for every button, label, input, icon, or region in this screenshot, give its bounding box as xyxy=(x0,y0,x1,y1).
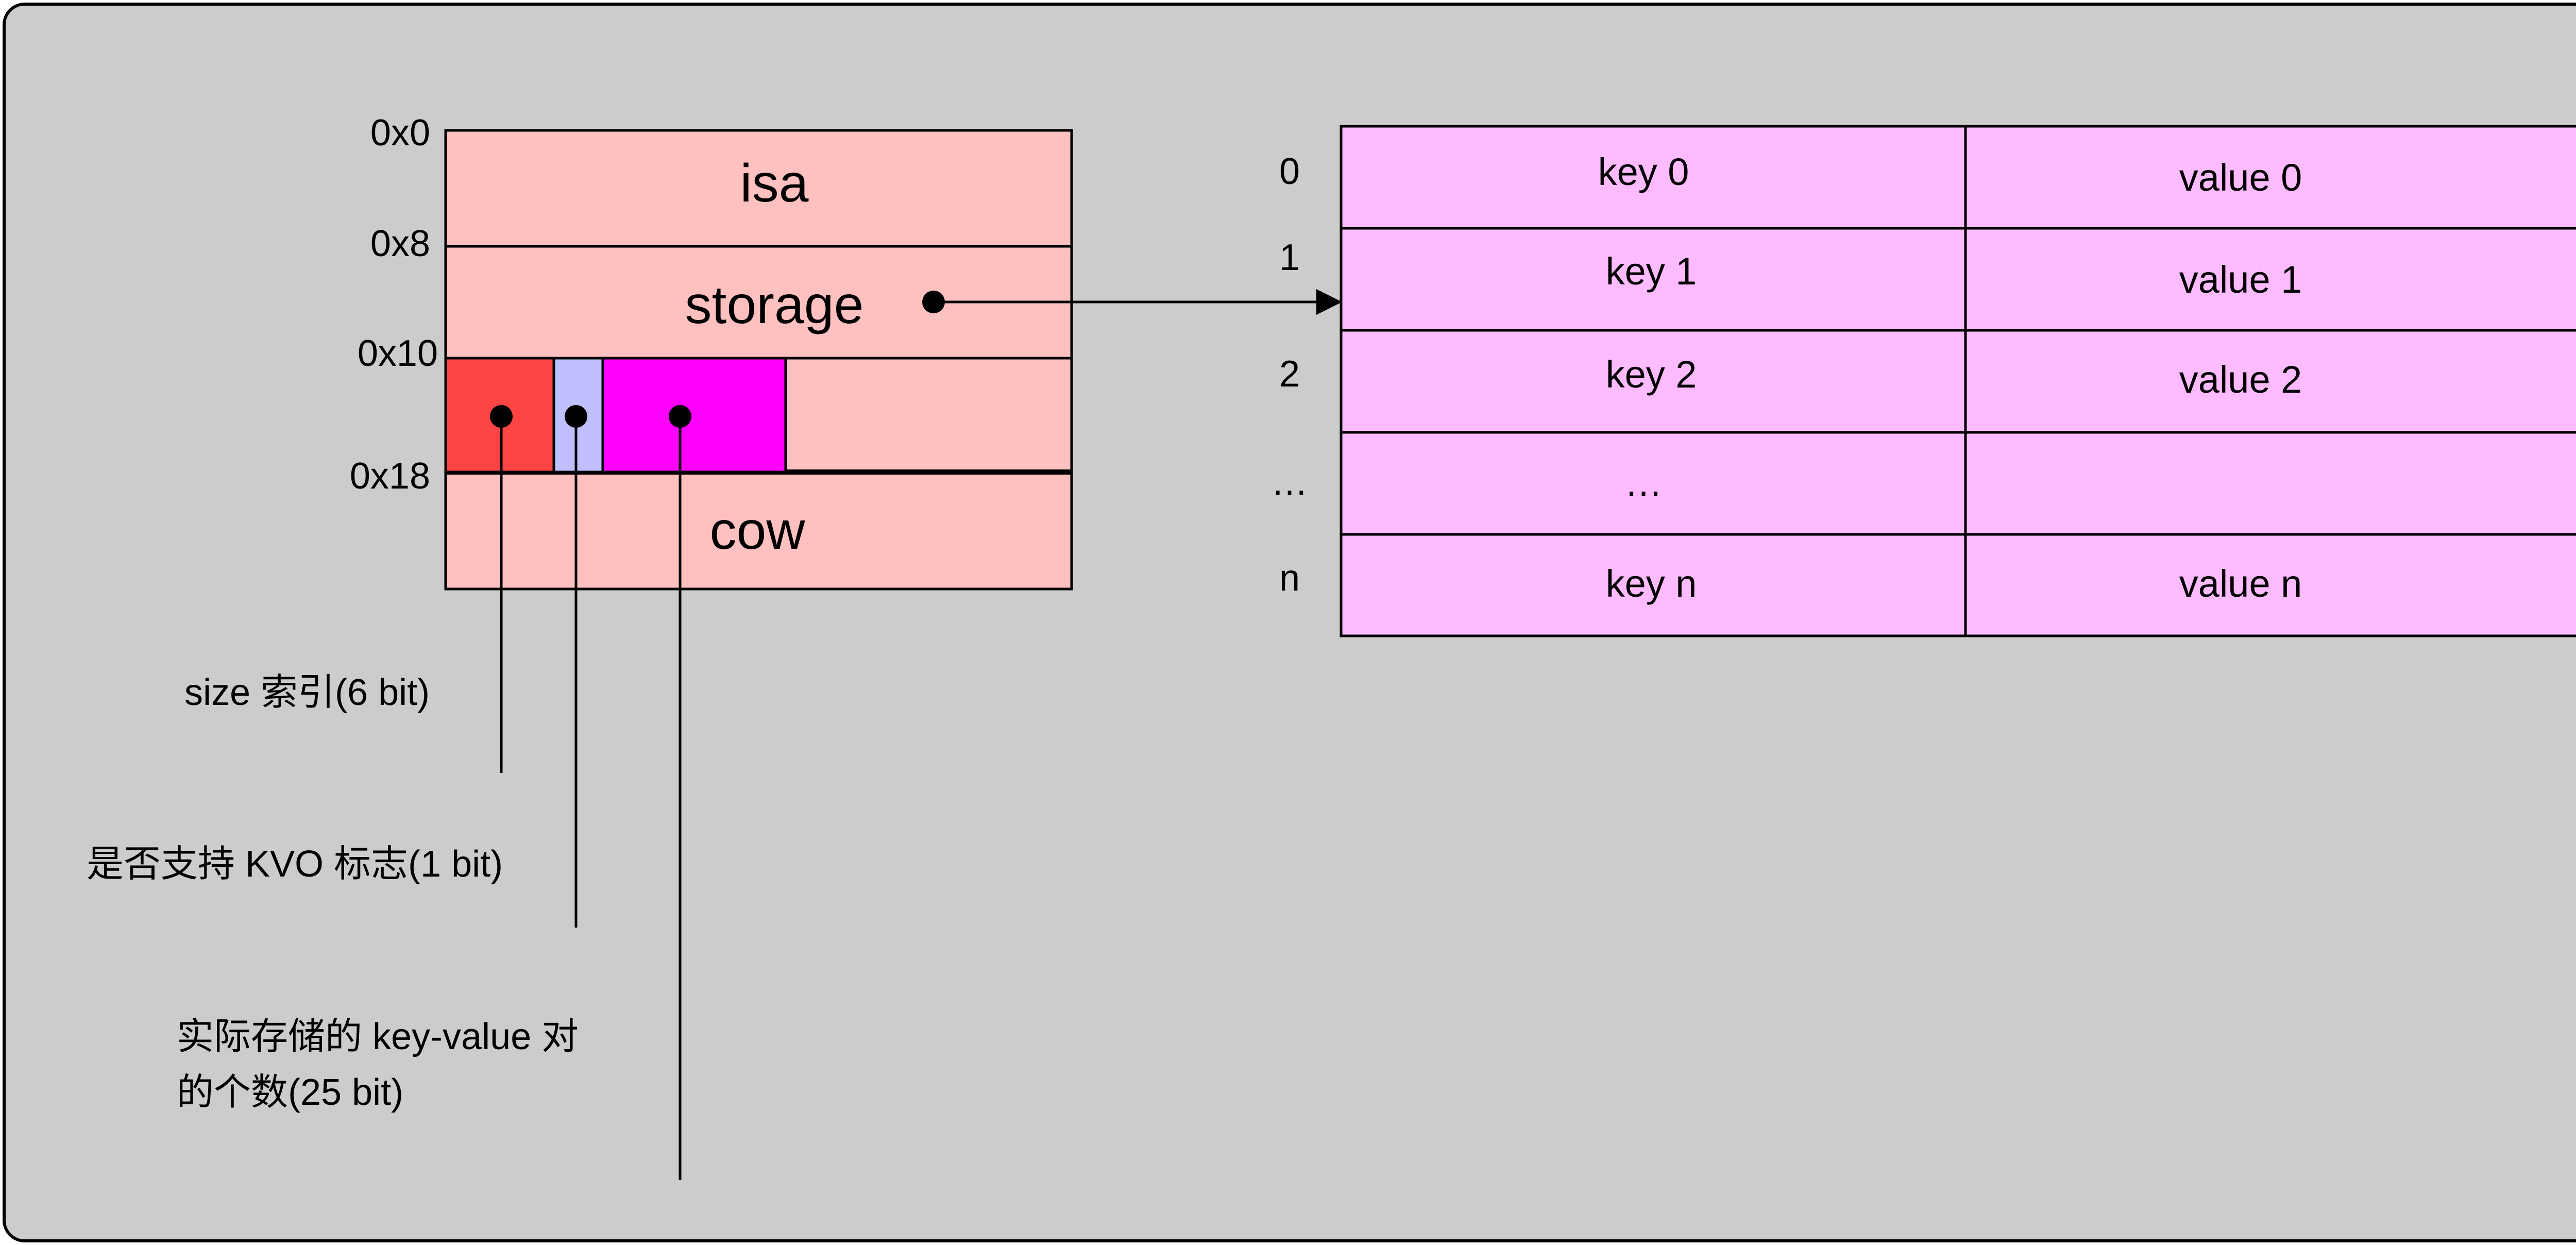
row-index-ellipsis: … xyxy=(1271,462,1308,503)
storage-table xyxy=(1340,125,2576,637)
field-cow: cow xyxy=(709,501,805,561)
field-isa: isa xyxy=(740,154,809,213)
row-index-n: n xyxy=(1279,558,1300,599)
annotation-size-index: size 索引(6 bit) xyxy=(184,672,430,713)
bitfield-count xyxy=(601,357,787,474)
table-value-1: value 1 xyxy=(2179,258,2302,301)
table-value-n: value n xyxy=(2179,562,2302,605)
table-key-0: key 0 xyxy=(1598,150,1689,193)
table-key-n: key n xyxy=(1605,562,1697,605)
annotation-count: 实际存储的 key-value 对 的个数(25 bit) xyxy=(177,1016,579,1113)
field-storage: storage xyxy=(685,275,864,335)
offset-label-0x0: 0x0 xyxy=(370,112,430,154)
table-key-2: key 2 xyxy=(1605,353,1697,396)
row-index-0: 0 xyxy=(1279,151,1300,192)
offset-label-0x10: 0x10 xyxy=(357,333,438,374)
table-key-1: key 1 xyxy=(1605,250,1697,293)
annotation-kvo-flag: 是否支持 KVO 标志(1 bit) xyxy=(87,844,503,885)
table-value-2: value 2 xyxy=(2179,358,2302,401)
offset-label-0x18: 0x18 xyxy=(349,456,430,497)
row-index-1: 1 xyxy=(1279,237,1300,278)
offset-label-0x8: 0x8 xyxy=(370,223,430,264)
table-key-ellipsis: … xyxy=(1624,461,1663,504)
table-value-0: value 0 xyxy=(2179,156,2302,199)
row-index-2: 2 xyxy=(1279,354,1300,395)
